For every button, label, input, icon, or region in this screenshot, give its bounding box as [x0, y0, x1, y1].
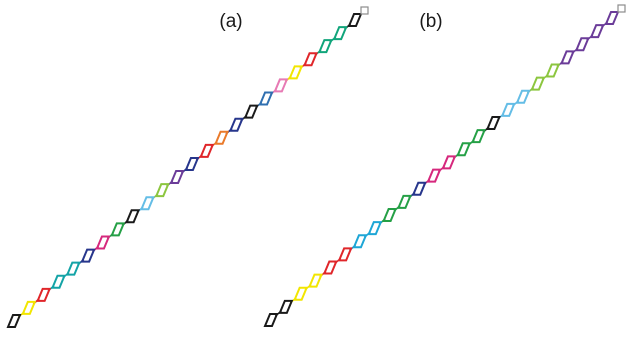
- chain-b-link: [382, 207, 398, 222]
- chain-b-link: [589, 24, 605, 39]
- chain-a: [6, 6, 369, 328]
- chain-b-link: [307, 273, 323, 288]
- chain-b-link: [604, 11, 620, 25]
- chain-a-link: [169, 170, 185, 185]
- chain-b-link: [456, 142, 472, 157]
- chain-b-link: [441, 155, 457, 170]
- chain-b-link: [545, 63, 561, 78]
- chain-a-link: [347, 13, 363, 27]
- chain-b-link: [396, 194, 412, 209]
- chain-a-link: [36, 287, 52, 302]
- chain-a-link: [273, 78, 289, 93]
- chain-b: [263, 4, 626, 327]
- chain-b-link: [500, 102, 516, 117]
- chain-a-link: [125, 209, 141, 224]
- chain-b-link: [426, 168, 442, 183]
- chain-a-link: [21, 300, 37, 315]
- chain-a-link: [303, 52, 319, 67]
- chain-a-link: [228, 117, 244, 132]
- panel-label-b: (b): [419, 11, 442, 32]
- chain-b-link: [574, 37, 590, 52]
- chain-b-link: [515, 89, 531, 104]
- chain-a-link: [139, 196, 155, 211]
- chain-b-link: [278, 299, 294, 314]
- chain-b-link: [485, 116, 501, 131]
- chain-b-link: [367, 221, 383, 236]
- chain-a-link: [50, 274, 66, 289]
- chain-b-link: [293, 286, 309, 301]
- chain-a-link: [258, 91, 274, 106]
- chain-b-link: [352, 234, 368, 249]
- chain-b-link: [471, 129, 487, 144]
- chain-a-end-square: [360, 6, 369, 15]
- chain-b-link: [263, 313, 279, 327]
- chain-b-link: [337, 247, 353, 262]
- chain-b-link: [530, 76, 546, 91]
- chain-a-link: [332, 26, 348, 41]
- chain-a-link: [65, 261, 81, 276]
- chain-b-end-square: [617, 4, 626, 13]
- chain-a-link: [95, 235, 111, 250]
- chain-a-link: [184, 156, 200, 171]
- chain-b-link: [411, 181, 427, 196]
- chain-a-link: [154, 183, 170, 198]
- chain-b-link: [322, 260, 338, 275]
- chain-b-link: [560, 50, 576, 65]
- chain-a-link: [317, 39, 333, 54]
- panel-label-a: (a): [219, 11, 242, 32]
- chain-a-link: [243, 104, 259, 119]
- chain-a-link: [214, 130, 230, 145]
- chain-a-link: [80, 248, 96, 263]
- chain-a-link: [199, 143, 215, 158]
- chain-a-link: [110, 222, 126, 237]
- chain-a-link: [6, 314, 22, 328]
- chain-a-link: [288, 65, 304, 80]
